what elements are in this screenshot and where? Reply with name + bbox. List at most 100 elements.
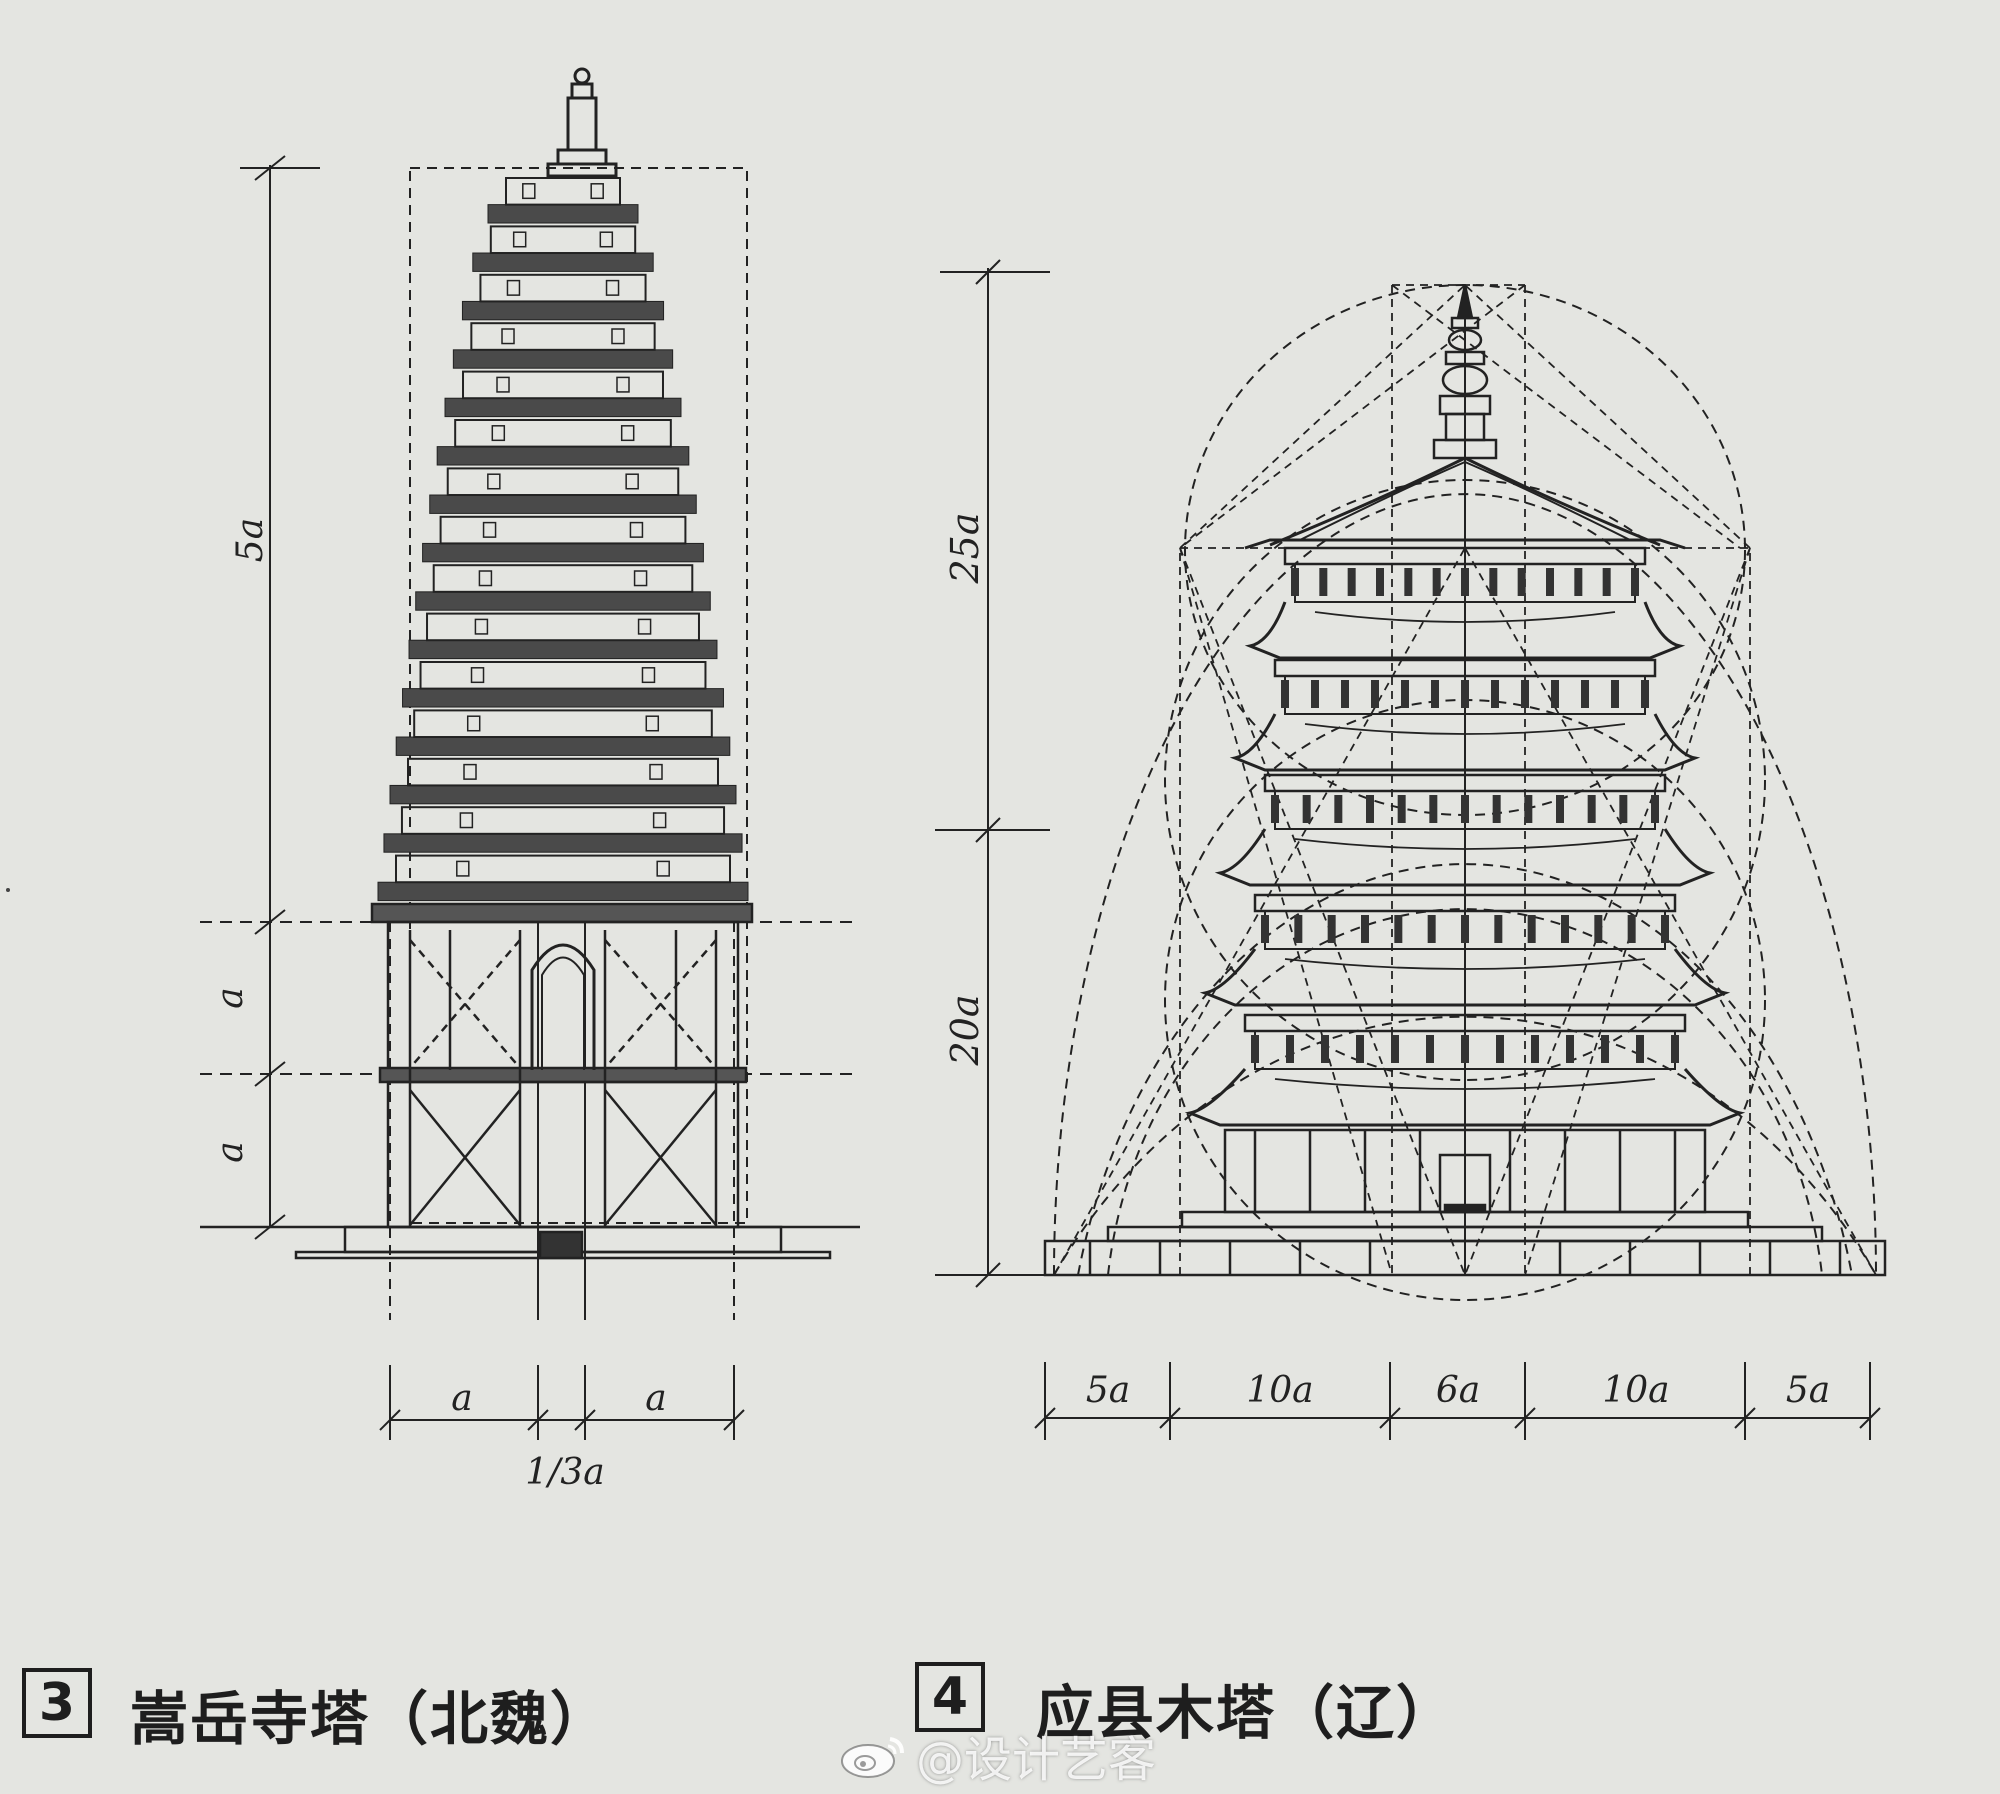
storey-window bbox=[605, 279, 620, 296]
bracket-post bbox=[1489, 568, 1498, 596]
bracket-post bbox=[1261, 915, 1269, 943]
figure-3-number: 3 bbox=[22, 1668, 92, 1738]
bracket-post bbox=[1491, 680, 1499, 708]
eave-band bbox=[389, 784, 737, 805]
bracket-post bbox=[1426, 1035, 1434, 1063]
bracket-post bbox=[1627, 915, 1636, 943]
bracket-post bbox=[1594, 915, 1603, 943]
eave-band bbox=[444, 397, 682, 418]
bracket-post bbox=[1341, 680, 1349, 708]
eave-tiers bbox=[377, 177, 749, 902]
storey-window bbox=[656, 860, 670, 877]
storey-window bbox=[645, 715, 660, 732]
base-storey bbox=[294, 902, 832, 1260]
storey-window bbox=[478, 570, 493, 587]
bracket-post bbox=[1404, 568, 1413, 596]
storey-window bbox=[616, 376, 630, 393]
bracket-post bbox=[1321, 1035, 1329, 1063]
bracket-post bbox=[1517, 568, 1526, 596]
storey-wall bbox=[407, 757, 719, 787]
bracket-post bbox=[1401, 680, 1409, 708]
eave-inner-line bbox=[1294, 838, 1636, 850]
storey-window bbox=[637, 618, 652, 635]
storey-window bbox=[466, 715, 481, 732]
storey-wall bbox=[426, 612, 700, 642]
eave-inner-line bbox=[1314, 611, 1616, 623]
storey-wall bbox=[454, 419, 672, 448]
storey-wall bbox=[413, 709, 713, 739]
eave-band bbox=[408, 639, 718, 660]
bracket-post bbox=[1619, 795, 1628, 823]
bracket-post bbox=[1361, 915, 1369, 943]
storey-window bbox=[652, 812, 667, 829]
figure-4-number: 4 bbox=[915, 1662, 985, 1732]
bracket-post bbox=[1294, 915, 1303, 943]
dim-label-one-third-a: 1/3a bbox=[525, 1452, 604, 1493]
bracket-post bbox=[1461, 795, 1469, 823]
eave-roof bbox=[1214, 828, 1716, 887]
bracket-post bbox=[1661, 915, 1669, 943]
bracket-post bbox=[1291, 568, 1299, 596]
dim-label-5a-left: 5a bbox=[1086, 1370, 1130, 1411]
dim-label-a-left: a bbox=[451, 1378, 472, 1419]
bracket-post bbox=[1611, 680, 1619, 708]
figure-4-caption: 应县木塔（辽） bbox=[1036, 1679, 1457, 1747]
eave-band bbox=[377, 881, 749, 902]
storey-window bbox=[482, 521, 497, 538]
bracket-post bbox=[1376, 568, 1384, 596]
bracket-post bbox=[1566, 1035, 1574, 1063]
storey-window bbox=[491, 425, 506, 442]
eave-roof bbox=[1199, 948, 1731, 1007]
dim-label-a-right: a bbox=[645, 1378, 666, 1419]
bracket-post bbox=[1271, 795, 1279, 823]
bracket-post bbox=[1397, 795, 1406, 823]
vertical-dimension-line bbox=[935, 259, 1050, 1288]
storey-window bbox=[470, 667, 485, 684]
finial bbox=[546, 67, 618, 178]
storey-wall bbox=[439, 515, 687, 545]
bracket-post bbox=[1461, 680, 1469, 708]
eave-band bbox=[461, 300, 665, 321]
eave-band bbox=[436, 446, 690, 466]
bracket-post bbox=[1631, 568, 1639, 596]
storey-wall bbox=[470, 322, 656, 351]
bracket-post bbox=[1527, 915, 1536, 943]
bracket-post bbox=[1601, 1035, 1609, 1063]
bracket-post bbox=[1521, 680, 1529, 708]
figure-3-caption: 嵩岳寺塔（北魏） bbox=[130, 1685, 611, 1753]
bracket-post bbox=[1432, 568, 1441, 596]
storey-window bbox=[501, 328, 515, 345]
bracket-post bbox=[1561, 915, 1569, 943]
bracket-post bbox=[1531, 1035, 1539, 1063]
bracket-post bbox=[1581, 680, 1589, 708]
eave-inner-line bbox=[1304, 723, 1626, 735]
eave-band bbox=[429, 494, 697, 514]
dim-label-10a-left: 10a bbox=[1246, 1370, 1313, 1411]
bracket-post bbox=[1394, 915, 1403, 943]
storey-window bbox=[512, 231, 527, 248]
bracket-post bbox=[1671, 1035, 1679, 1063]
bracket-post bbox=[1427, 915, 1436, 943]
bracket-post bbox=[1546, 568, 1554, 596]
bracket-post bbox=[1286, 1035, 1294, 1063]
bracket-post bbox=[1302, 795, 1311, 823]
storey-window bbox=[599, 231, 614, 248]
bracket-post bbox=[1651, 795, 1659, 823]
vertical-dimension-line bbox=[240, 155, 320, 1240]
bracket-post bbox=[1492, 795, 1501, 823]
bracket-post bbox=[1251, 1035, 1259, 1063]
bracket-post bbox=[1327, 915, 1336, 943]
eave-band bbox=[415, 591, 711, 611]
bracket-post bbox=[1371, 680, 1379, 708]
songyue-pagoda-drawing bbox=[200, 67, 860, 1440]
bracket-post bbox=[1461, 915, 1469, 943]
eave-roof bbox=[1244, 601, 1686, 660]
storey-wall bbox=[462, 370, 664, 400]
dim-label-20a: 20a bbox=[943, 994, 987, 1066]
bracket-post bbox=[1334, 795, 1343, 823]
dim-label-25a: 25a bbox=[943, 512, 987, 584]
storey-window bbox=[474, 618, 489, 635]
horizontal-dimension-line bbox=[379, 1365, 745, 1440]
ground-storey-and-platform bbox=[1043, 1128, 1887, 1277]
